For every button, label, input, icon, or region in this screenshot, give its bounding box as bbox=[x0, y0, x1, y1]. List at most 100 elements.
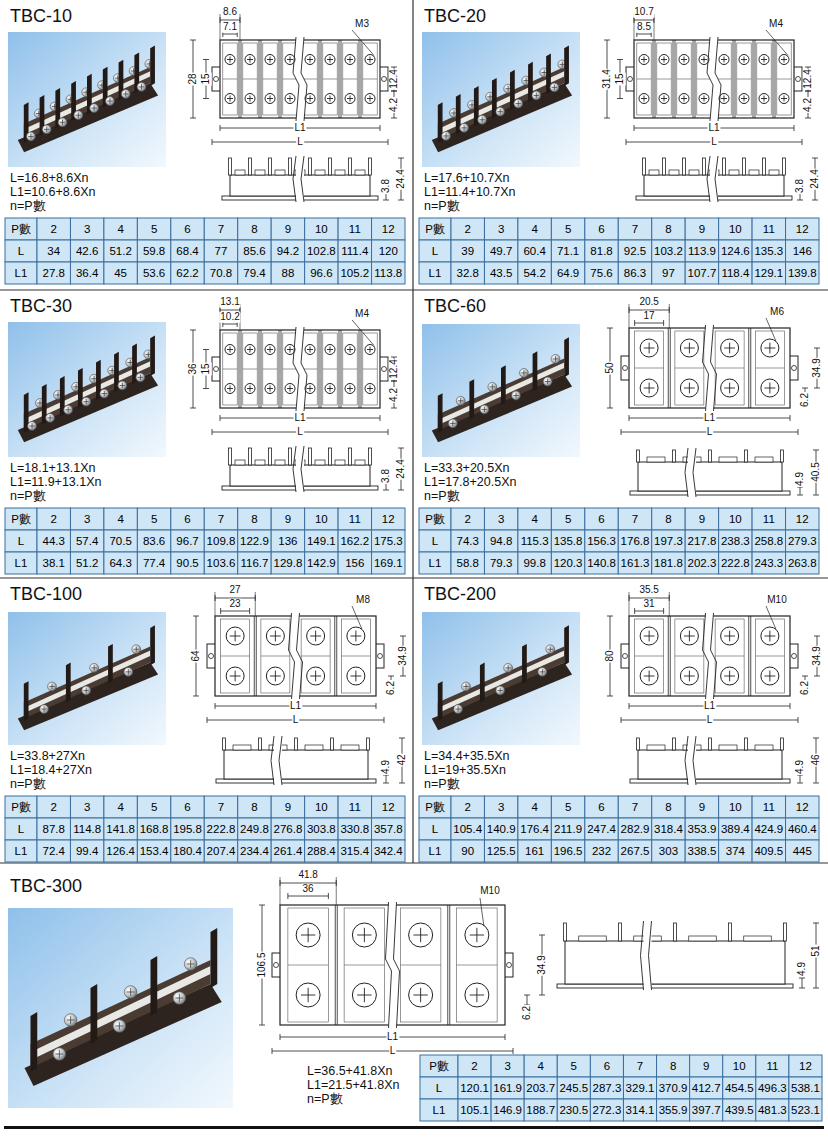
table-value: 83.6 bbox=[143, 535, 165, 547]
table-cell bbox=[338, 508, 371, 530]
side-barrier bbox=[369, 158, 372, 175]
photo-screw bbox=[519, 368, 528, 377]
table-cell bbox=[690, 1099, 723, 1121]
table-cell bbox=[137, 840, 170, 862]
table-cell bbox=[786, 240, 819, 262]
side-terminal bbox=[719, 745, 737, 750]
table-value: 120.3 bbox=[554, 557, 583, 569]
dimension-line bbox=[391, 91, 397, 92]
screw-head bbox=[759, 55, 769, 65]
table-cell bbox=[5, 240, 37, 262]
table-cell bbox=[756, 1077, 789, 1099]
dimension-line bbox=[800, 487, 801, 495]
dimension-line bbox=[215, 595, 216, 601]
dimension-value: L1 bbox=[703, 701, 716, 712]
table-cell bbox=[756, 1055, 789, 1077]
table-cell bbox=[623, 1077, 656, 1099]
photo-screw-slot bbox=[46, 127, 47, 132]
table-value: 105.2 bbox=[340, 267, 369, 279]
table-cell bbox=[623, 1055, 656, 1077]
mounting-hole bbox=[792, 654, 797, 659]
side-barrier bbox=[223, 738, 226, 750]
barrier-line bbox=[261, 330, 262, 408]
screw-head bbox=[296, 923, 320, 947]
screw-slot bbox=[684, 57, 685, 63]
side-terminal bbox=[755, 745, 773, 750]
table-value: 51.2 bbox=[109, 245, 131, 257]
screw-slot bbox=[308, 928, 309, 942]
photo-screw-slot bbox=[490, 94, 491, 99]
table-cell bbox=[238, 218, 271, 240]
marker-strip bbox=[323, 369, 337, 370]
break-line bbox=[301, 327, 307, 411]
photo-barrier bbox=[31, 1012, 38, 1072]
table-value: 71.1 bbox=[557, 245, 579, 257]
photo-screw-slot bbox=[190, 960, 191, 968]
dimension-value: L1 bbox=[707, 123, 720, 134]
photo-screw-slot bbox=[133, 68, 134, 73]
table-cell bbox=[204, 552, 237, 574]
barrier-line bbox=[319, 40, 320, 118]
formula-text: L=36.5+41.8Xn bbox=[307, 1065, 393, 1078]
marker-strip bbox=[677, 79, 691, 80]
table-value: 211.9 bbox=[554, 823, 582, 835]
table-cell bbox=[104, 840, 137, 862]
table-value: 538.1 bbox=[791, 1082, 820, 1094]
screw-slot bbox=[769, 343, 770, 354]
table-value: L bbox=[18, 245, 24, 257]
table-cell bbox=[590, 1077, 623, 1099]
table-value: 11 bbox=[763, 513, 775, 525]
table-cell bbox=[484, 240, 517, 262]
table-cell bbox=[484, 796, 517, 818]
screw-head bbox=[305, 345, 315, 355]
table-cell bbox=[271, 240, 304, 262]
photo-screw bbox=[100, 389, 109, 398]
dimension-line bbox=[388, 139, 389, 145]
marker-strip bbox=[303, 79, 317, 80]
dimension-line bbox=[259, 905, 265, 906]
photo-screw bbox=[538, 667, 547, 676]
marker-strip bbox=[777, 79, 791, 80]
side-base bbox=[216, 779, 376, 783]
photo-screw-slot bbox=[508, 86, 509, 91]
table-value: 6 bbox=[184, 513, 190, 525]
dimension-line bbox=[607, 696, 613, 697]
table-cell bbox=[685, 218, 718, 240]
table-value: 8 bbox=[251, 223, 257, 235]
table-cell bbox=[458, 1099, 491, 1121]
photo-screw bbox=[543, 377, 552, 386]
table-value: 129.1 bbox=[754, 267, 783, 279]
dimension-line bbox=[802, 676, 808, 677]
break-gap bbox=[688, 736, 696, 785]
screw-slot bbox=[664, 57, 665, 63]
marker-strip bbox=[243, 369, 257, 370]
table-value: 90 bbox=[461, 845, 474, 857]
break-gap bbox=[274, 736, 282, 785]
table-value: 5 bbox=[151, 801, 157, 813]
photo-screw-slot bbox=[500, 688, 501, 693]
dimension-line bbox=[272, 1048, 273, 1054]
photo-screw-slot bbox=[482, 117, 483, 122]
terminal-plate bbox=[757, 43, 771, 115]
table-cell bbox=[652, 508, 685, 530]
dimension-line bbox=[813, 923, 819, 924]
model-name: TBC-100 bbox=[10, 585, 82, 604]
photo-screw-slot bbox=[460, 398, 461, 403]
screw-slot bbox=[250, 96, 251, 102]
photo-screw bbox=[496, 107, 505, 116]
photo-screw bbox=[74, 111, 83, 120]
side-barrier bbox=[289, 448, 292, 465]
table-cell bbox=[70, 552, 103, 574]
photo-screw-slot bbox=[536, 93, 537, 98]
screw-head bbox=[225, 345, 235, 355]
table-value: 5 bbox=[571, 1060, 577, 1072]
mounting-hole bbox=[378, 654, 383, 659]
photo-screw bbox=[121, 90, 130, 99]
table-cell bbox=[685, 508, 718, 530]
side-terminal bbox=[305, 745, 323, 750]
table-cell bbox=[372, 508, 405, 530]
screw-head bbox=[225, 55, 235, 65]
photo-screw-slot bbox=[94, 665, 95, 670]
table-value: 329.1 bbox=[626, 1082, 655, 1094]
table-value: 125.5 bbox=[487, 845, 516, 857]
